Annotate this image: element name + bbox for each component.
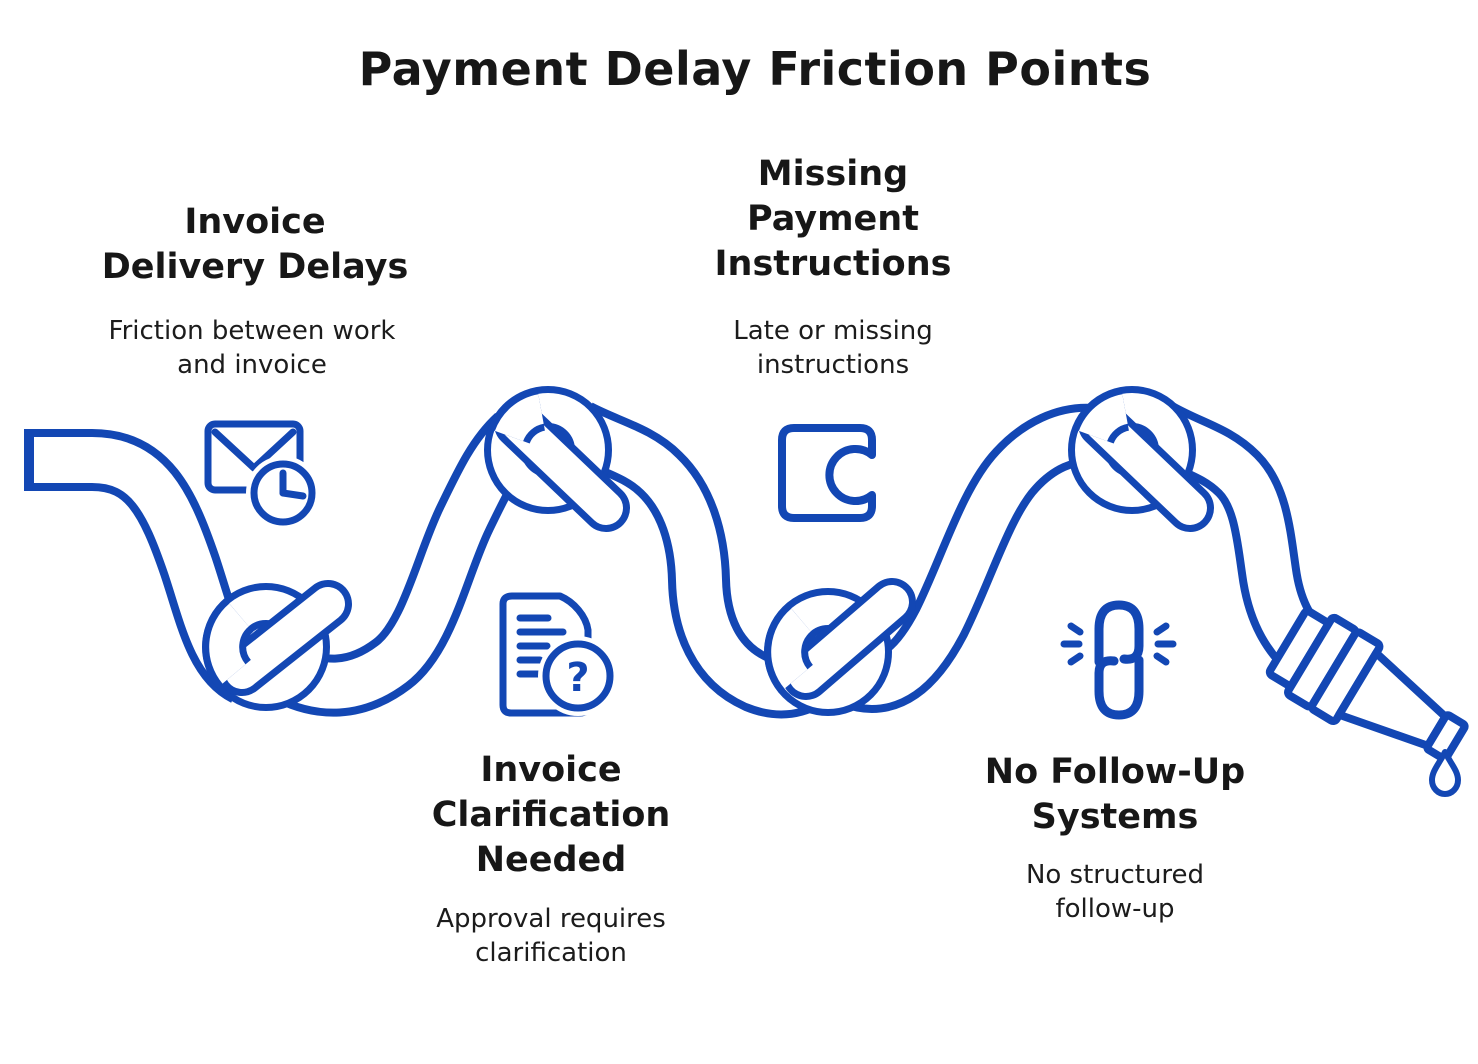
hose-segment-1 (274, 413, 538, 717)
knot-3 (764, 578, 916, 716)
hose-segment-2 (563, 402, 824, 719)
knot-2 (484, 386, 630, 532)
broken-link-icon (1060, 600, 1177, 720)
knot-1 (202, 580, 352, 711)
section-description-invoice-delivery-delays: Friction between work and invoice (108, 316, 396, 381)
section-description-missing-payment-instructions: Late or missing instructions (733, 316, 933, 381)
section-description-no-follow-up-systems: No structured follow-up (1025, 860, 1205, 925)
water-drop-icon (1429, 749, 1461, 797)
envelope-clock-icon (204, 420, 320, 530)
section-description-invoice-clarification-needed: Approval requires clarification (436, 904, 666, 969)
hose-segment-3 (840, 403, 1106, 713)
puzzle-piece-icon (778, 424, 876, 522)
hose-nozzle (1265, 607, 1469, 763)
page-title: Payment Delay Friction Points (358, 42, 1152, 96)
section-heading-invoice-delivery-delays: Invoice Delivery Delays (101, 202, 409, 287)
hose-segment-4 (1144, 402, 1335, 682)
section-heading-invoice-clarification-needed: Invoice Clarification Needed (431, 750, 671, 880)
clock-hand-hour (279, 489, 307, 500)
section-heading-no-follow-up-systems: No Follow-Up Systems (984, 752, 1246, 837)
section-heading-missing-payment-instructions: Missing Payment Instructions (714, 154, 952, 284)
document-question-icon: ? (499, 592, 618, 717)
question-mark-glyph: ? (566, 655, 589, 701)
knot-4 (1068, 386, 1214, 532)
